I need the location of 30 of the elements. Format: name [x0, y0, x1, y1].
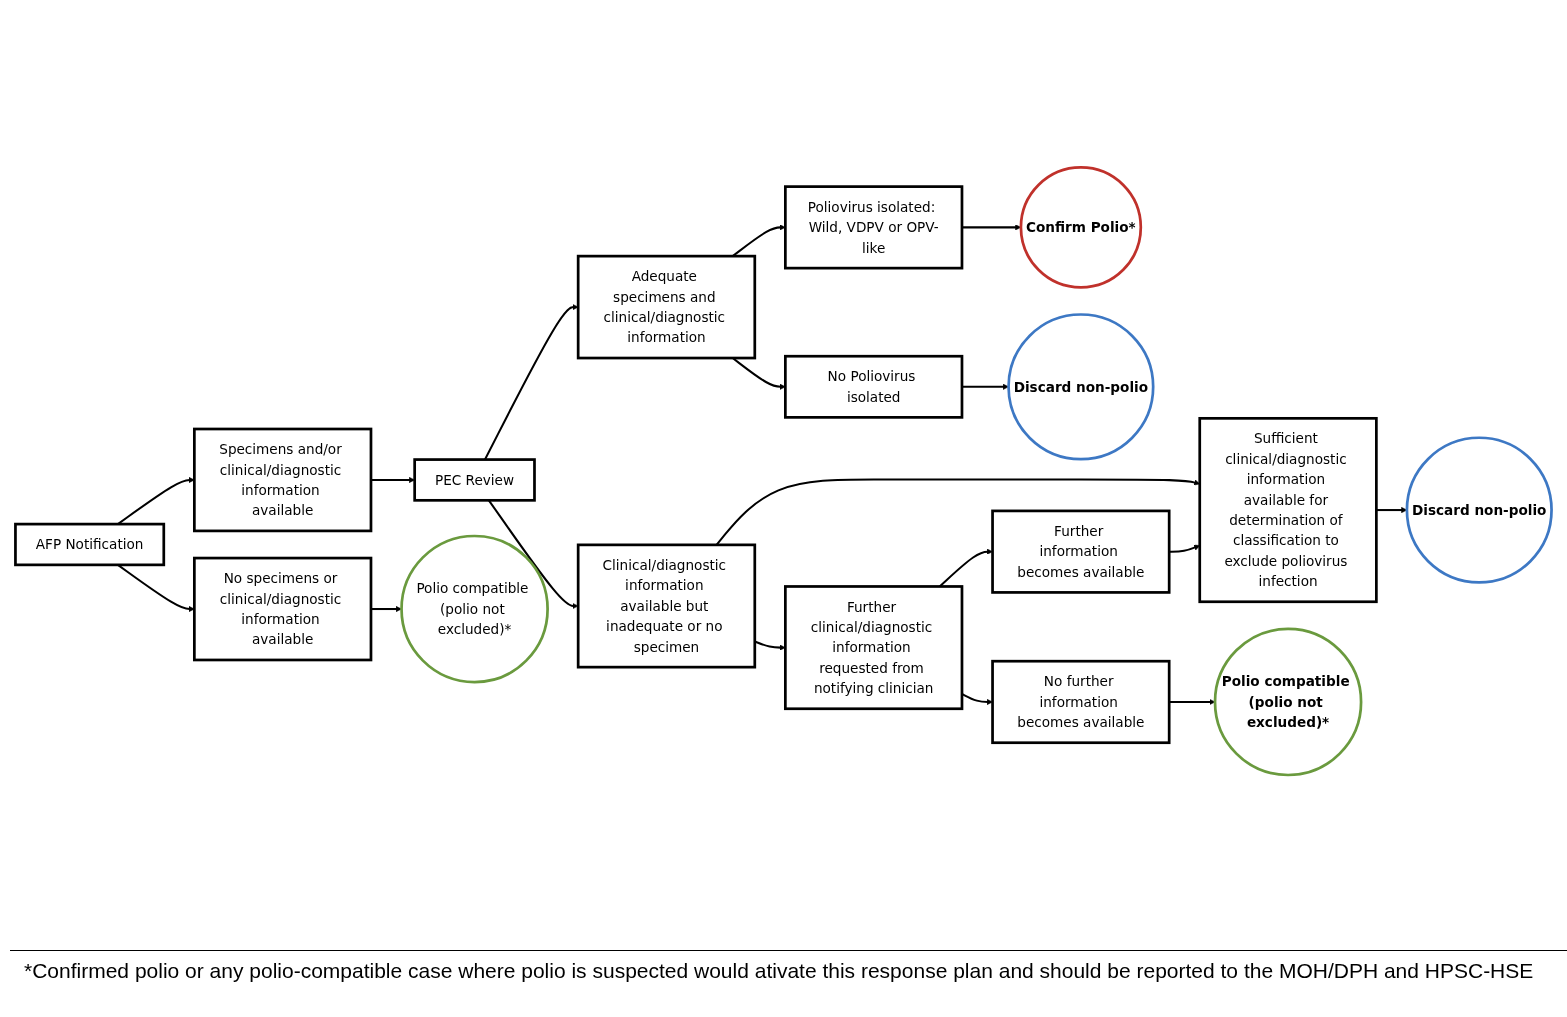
arrow — [962, 224, 1022, 231]
node-box: Further information becomes available — [991, 509, 1171, 594]
node-box: Clinical/diagnostic information available but inadequate or no specimen — [576, 543, 757, 669]
node-box: Poliovirus isolated: Wild, VDPV or OPV-like — [784, 185, 964, 270]
node-box: AFP Notification — [14, 522, 166, 566]
footnote: *Confirmed polio or any polio-compatible case where polio is suspected would ativate this response plan and should be reported to the MOH/DPH and HPSC-HSE — [10, 950, 1567, 991]
arrow — [732, 357, 786, 390]
arrow — [370, 476, 415, 483]
arrow — [962, 383, 1009, 390]
arrow — [961, 692, 993, 705]
arrow — [1169, 544, 1200, 553]
node-circle: Confirm Polio* — [1019, 165, 1143, 289]
node-circle: Polio compatible (polio not excluded)* — [400, 534, 549, 684]
arrow — [754, 640, 786, 651]
node-box: PEC Review — [413, 458, 536, 502]
arrow — [370, 605, 402, 612]
node-circle: Discard non-polio — [1405, 436, 1553, 584]
node-circle: Discard non-polio — [1007, 312, 1155, 461]
arrow — [1169, 698, 1216, 705]
node-box: No specimens or clinical/diagnostic information available — [193, 556, 373, 662]
node-circle: Polio compatible (polio not excluded)* — [1213, 627, 1363, 777]
arrow — [939, 548, 993, 587]
node-box: No Poliovirus isolated — [784, 354, 964, 419]
node-box: Further clinical/diagnostic information requested from notifying clinician — [784, 584, 964, 710]
arrow — [1376, 506, 1408, 513]
node-box: Sufficient clinical/diagnostic information available for determination of classification to exclude poliovirus infection — [1198, 416, 1378, 603]
node-box: No further information becomes available — [991, 659, 1171, 744]
node-box: Specimens and/or clinical/diagnostic information available — [193, 427, 373, 533]
node-box: Adequate specimens and clinical/diagnostic information — [576, 254, 757, 360]
arrow — [484, 303, 579, 460]
